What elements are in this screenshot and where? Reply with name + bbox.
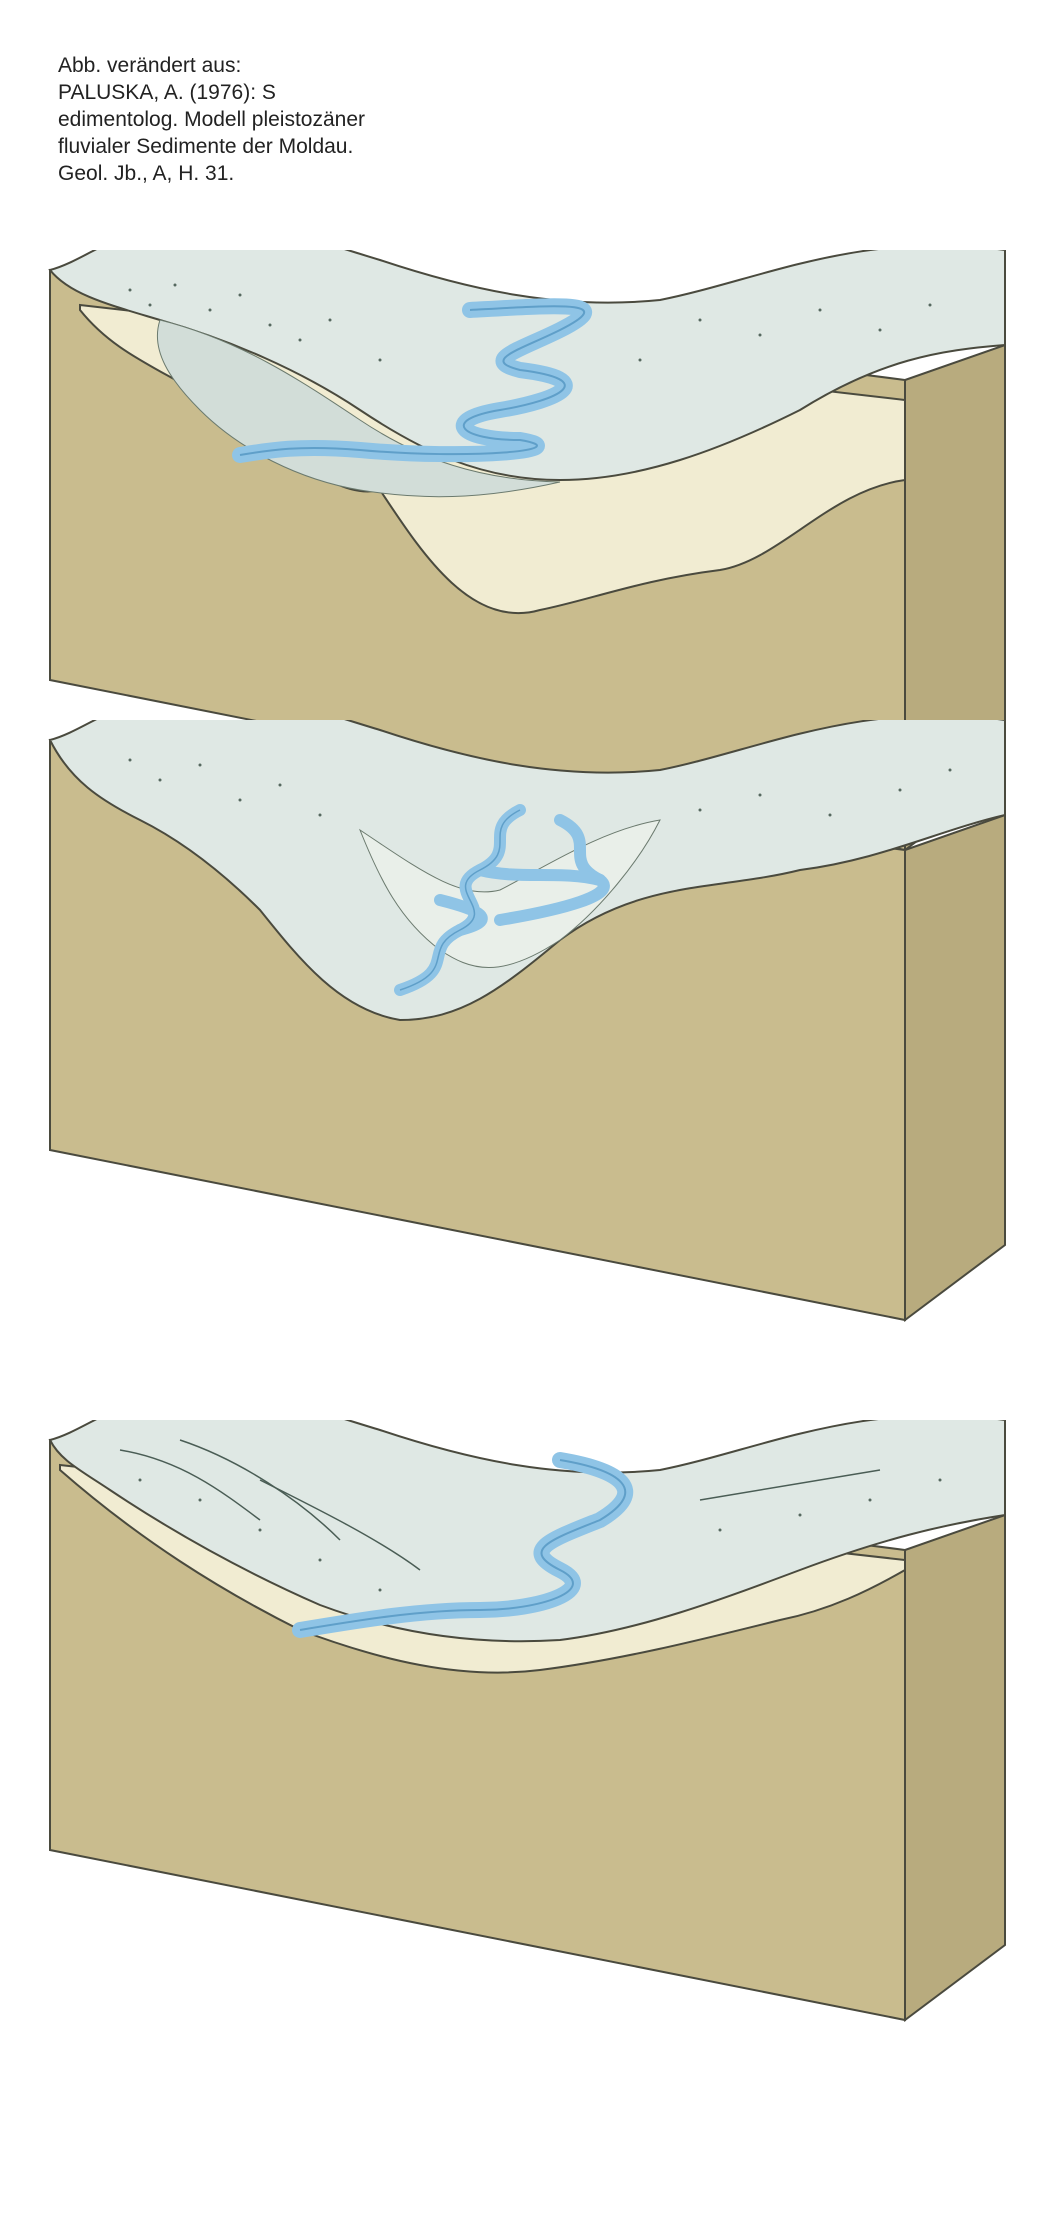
caption-line: Abb. verändert aus: <box>58 52 518 79</box>
source-caption: Abb. verändert aus: PALUSKA, A. (1976): … <box>58 52 518 187</box>
caption-line: edimentolog. Modell pleistozäner <box>58 106 518 133</box>
block-side-face <box>905 815 1005 1320</box>
valley-block-3-figure <box>0 1420 1048 2040</box>
caption-line: fluvialer Sedimente der Moldau. <box>58 133 518 160</box>
caption-line: Geol. Jb., A, H. 31. <box>58 160 518 187</box>
block-diagram-2 <box>0 720 1048 1340</box>
block-side-face <box>905 1515 1005 2020</box>
block-diagram-3 <box>0 1420 1048 2040</box>
caption-line: PALUSKA, A. (1976): S <box>58 79 518 106</box>
valley-block-2-figure <box>0 720 1048 1340</box>
